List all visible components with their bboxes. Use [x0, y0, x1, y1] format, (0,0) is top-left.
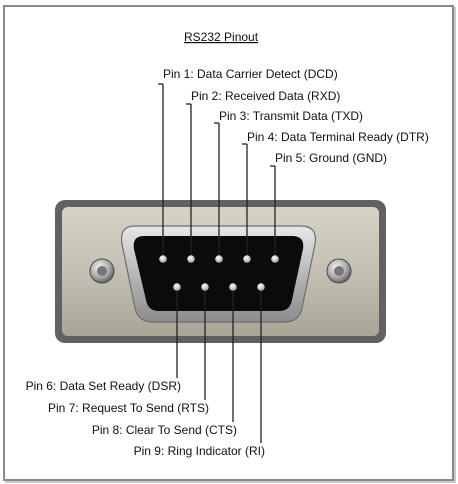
bottom-pin-labels: Pin 6: Data Set Ready (DSR) Pin 7: Reque… — [26, 379, 265, 458]
pin-5-label: Pin 5: Ground (GND) — [275, 151, 387, 165]
pin-9-label: Pin 9: Ring Indicator (RI) — [134, 444, 265, 458]
pin-8-contact — [229, 283, 237, 291]
pin-5-contact — [271, 255, 279, 263]
pin-3-contact — [215, 255, 223, 263]
db9-connector — [55, 200, 386, 343]
pin-2-contact — [187, 255, 195, 263]
pin-6-contact — [173, 283, 181, 291]
top-pin-labels: Pin 1: Data Carrier Detect (DCD) Pin 2: … — [163, 67, 429, 165]
pin-leaders — [158, 83, 276, 443]
pin-7-contact — [201, 283, 209, 291]
pin-9-contact — [257, 283, 265, 291]
pin-array — [159, 255, 279, 291]
diagram-title: RS232 Pinout — [184, 30, 259, 44]
pin-4-label: Pin 4: Data Terminal Ready (DTR) — [247, 130, 429, 144]
pin-3-label: Pin 3: Transmit Data (TXD) — [219, 109, 363, 123]
pin-1-label: Pin 1: Data Carrier Detect (DCD) — [163, 67, 338, 81]
pin-7-label: Pin 7: Request To Send (RTS) — [48, 401, 209, 415]
screw-left-hole — [97, 266, 107, 276]
pin-2-label: Pin 2: Received Data (RXD) — [191, 89, 340, 103]
pin-8-label: Pin 8: Clear To Send (CTS) — [92, 423, 237, 437]
screw-right-hole — [334, 266, 344, 276]
pin-6-label: Pin 6: Data Set Ready (DSR) — [26, 379, 181, 393]
pin-4-contact — [243, 255, 251, 263]
pin-1-contact — [159, 255, 167, 263]
